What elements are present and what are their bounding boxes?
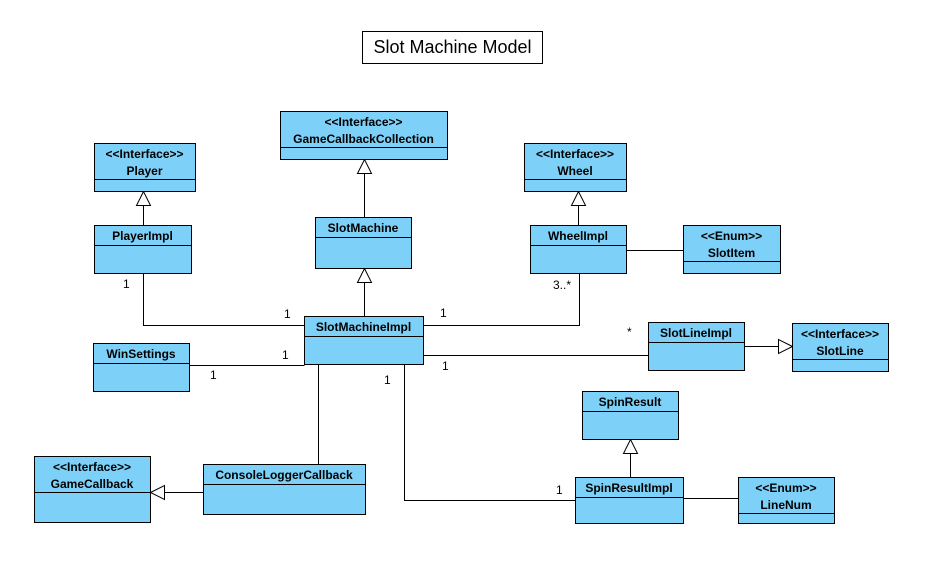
- class-box: [94, 225, 192, 274]
- class-playerimpl[interactable]: PlayerImpl: [94, 225, 192, 274]
- class-stereotype: <<Interface>>: [536, 147, 614, 161]
- generalization-slotmachineimpl-to-slotmachine: [356, 267, 373, 317]
- class-player[interactable]: <<Interface>> Player: [94, 143, 196, 192]
- generalization-consoleloggercallback-to-gamecallback: [149, 484, 204, 501]
- class-gamecallback[interactable]: <<Interface>> GameCallback: [34, 456, 151, 523]
- diagram-title: Slot Machine Model: [362, 31, 543, 64]
- class-consoleloggercallback[interactable]: ConsoleLoggerCallback: [203, 464, 366, 515]
- association-playerimpl-slotmachineimpl: [143, 273, 305, 326]
- class-box: [280, 111, 448, 160]
- multiplicity-label: 1: [284, 307, 291, 321]
- inheritance-arrowhead: [356, 158, 373, 174]
- multiplicity-label: 1: [210, 368, 217, 382]
- association-line: [143, 273, 305, 326]
- class-box: [524, 143, 627, 192]
- class-name: SlotMachineImpl: [316, 320, 411, 334]
- class-name: Wheel: [557, 164, 592, 178]
- class-stereotype: <<Enum>>: [701, 229, 762, 243]
- class-box: [792, 323, 889, 372]
- class-slotlineimpl[interactable]: SlotLineImpl: [648, 322, 745, 371]
- class-box: [648, 322, 745, 371]
- class-name: ConsoleLoggerCallback: [215, 468, 353, 482]
- class-stereotype: <<Interface>>: [53, 460, 131, 474]
- class-box: [683, 225, 781, 274]
- diagram-title-text: Slot Machine Model: [373, 37, 531, 57]
- generalization-spinresultimpl-to-spinresult: [622, 438, 639, 478]
- class-name: PlayerImpl: [112, 229, 173, 243]
- class-spinresultimpl[interactable]: SpinResultImpl: [575, 477, 684, 524]
- generalization-playerimpl-to-player: [135, 190, 152, 226]
- class-slotmachineimpl[interactable]: SlotMachineImpl: [304, 316, 424, 365]
- class-linenum[interactable]: <<Enum>> LineNum: [738, 477, 835, 524]
- multiplicity-labels: 1 1 3..* 1 1 1 1 * 1 1: [123, 277, 632, 497]
- class-box: [582, 391, 679, 440]
- association-slotmachineimpl-spinresultimpl: [404, 364, 576, 501]
- class-name: SpinResultImpl: [585, 481, 672, 495]
- inheritance-arrowhead: [570, 190, 587, 206]
- class-name: SlotLine: [816, 344, 864, 358]
- class-name: Player: [126, 164, 162, 178]
- class-box: [530, 225, 627, 274]
- class-boxes: <<Interface>>GameCallbackCollection<<Int…: [34, 111, 889, 524]
- class-gamecallbackcollection[interactable]: <<Interface>> GameCallbackCollection: [280, 111, 448, 160]
- inheritance-arrowhead: [622, 438, 639, 454]
- inheritance-arrowhead: [778, 338, 794, 355]
- class-name: LineNum: [760, 498, 811, 512]
- association-wheelimpl-slotmachineimpl: [423, 273, 580, 326]
- inheritance-arrowhead: [135, 190, 152, 206]
- inheritance-arrowhead: [149, 484, 165, 501]
- class-slotline[interactable]: <<Interface>> SlotLine: [792, 323, 889, 372]
- class-name: SlotMachine: [328, 221, 399, 235]
- class-slotitem[interactable]: <<Enum>> SlotItem: [683, 225, 781, 274]
- class-box: [315, 217, 412, 269]
- class-box: [738, 477, 835, 524]
- class-spinresult[interactable]: SpinResult: [582, 391, 679, 440]
- class-wheelimpl[interactable]: WheelImpl: [530, 225, 627, 274]
- multiplicity-label: 1: [442, 359, 449, 373]
- class-box: [34, 456, 151, 523]
- class-name: SlotItem: [708, 246, 755, 260]
- class-name: WinSettings: [106, 347, 176, 361]
- class-name: GameCallbackCollection: [293, 132, 434, 146]
- class-stereotype: <<Interface>>: [324, 115, 402, 129]
- class-box: [304, 316, 424, 365]
- connectors: [135, 158, 794, 501]
- class-wheel[interactable]: <<Interface>> Wheel: [524, 143, 627, 192]
- class-winsettings[interactable]: WinSettings: [93, 343, 190, 392]
- class-stereotype: <<Interface>>: [801, 327, 879, 341]
- multiplicity-label: 1: [384, 373, 391, 387]
- class-slotmachine[interactable]: SlotMachine: [315, 217, 412, 269]
- multiplicity-label: 1: [282, 348, 289, 362]
- inheritance-arrowhead: [356, 267, 373, 283]
- multiplicity-label: 1: [556, 483, 563, 497]
- class-name: GameCallback: [51, 477, 134, 491]
- class-box: [203, 464, 366, 515]
- class-box: [93, 343, 190, 392]
- generalization-slotlineimpl-to-slotline: [744, 338, 794, 355]
- class-box: [94, 143, 196, 192]
- multiplicity-label: 1: [440, 306, 447, 320]
- class-name: SlotLineImpl: [660, 326, 732, 340]
- multiplicity-label: 1: [123, 277, 130, 291]
- class-name: SpinResult: [599, 395, 662, 409]
- class-stereotype: <<Enum>>: [755, 481, 816, 495]
- multiplicity-label: 3..*: [553, 278, 571, 292]
- class-name: WheelImpl: [548, 229, 608, 243]
- class-box: [575, 477, 684, 524]
- multiplicity-label: *: [627, 325, 632, 339]
- class-stereotype: <<Interface>>: [105, 147, 183, 161]
- generalization-wheelimpl-to-wheel: [570, 190, 587, 226]
- generalization-slotmachine-to-gamecallbackcollection: [356, 158, 373, 218]
- association-line: [404, 364, 576, 501]
- association-line: [423, 273, 580, 326]
